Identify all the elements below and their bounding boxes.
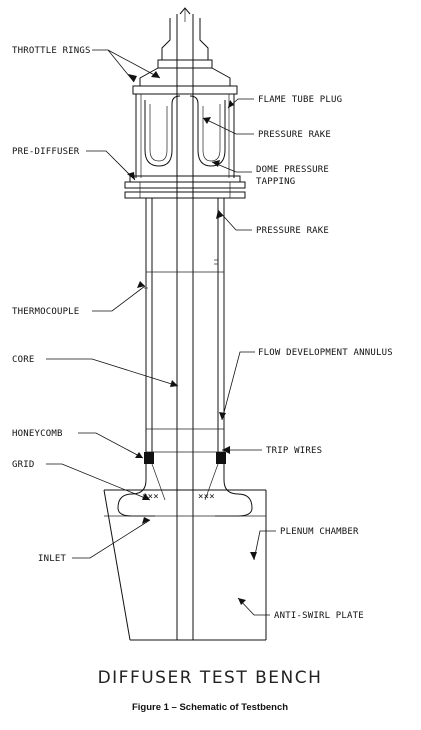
svg-text:×××: ××× (142, 492, 159, 502)
figure-caption: Figure 1 – Schematic of Testbench (132, 702, 288, 713)
annulus-tube (144, 198, 225, 453)
plenum-chamber (103, 489, 267, 641)
leader-lines (46, 49, 276, 616)
label-dome-tapping: TAPPING (256, 177, 295, 187)
label-pressure-rake-mid: PRESSURE RAKE (256, 226, 329, 236)
label-flow-development-annulus: FLOW DEVELOPMENT ANNULUS (258, 348, 393, 358)
label-anti-swirl-plate: ANTI-SWIRL PLATE (274, 611, 364, 621)
upper-housing (124, 85, 246, 199)
label-thermocouple: THERMOCOUPLE (12, 307, 79, 317)
arrowheads (127, 71, 257, 605)
svg-text:×××: ××× (198, 492, 215, 502)
labels: THROTTLE RINGS FLAME TUBE PLUG PRESSURE … (12, 46, 393, 621)
label-flame-tube-plug: FLAME TUBE PLUG (258, 95, 342, 105)
label-honeycomb: HONEYCOMB (12, 429, 63, 439)
central-shaft (170, 7, 200, 641)
label-dome-pressure: DOME PRESSURE (256, 165, 329, 175)
label-inlet: INLET (38, 554, 66, 564)
label-pressure-rake-top: PRESSURE RAKE (258, 130, 331, 140)
label-core: CORE (12, 355, 34, 365)
label-throttle-rings: THROTTLE RINGS (12, 46, 91, 56)
bench-title: DIFFUSER TEST BENCH (98, 668, 323, 688)
label-pre-diffuser: PRE-DIFFUSER (12, 147, 80, 157)
label-plenum-chamber: PLENUM CHAMBER (280, 527, 359, 537)
honeycomb-grid: ××× ××× (117, 452, 253, 517)
top-nozzle-assembly (139, 18, 231, 86)
label-trip-wires: TRIP WIRES (266, 446, 322, 456)
label-grid: GRID (12, 460, 34, 470)
